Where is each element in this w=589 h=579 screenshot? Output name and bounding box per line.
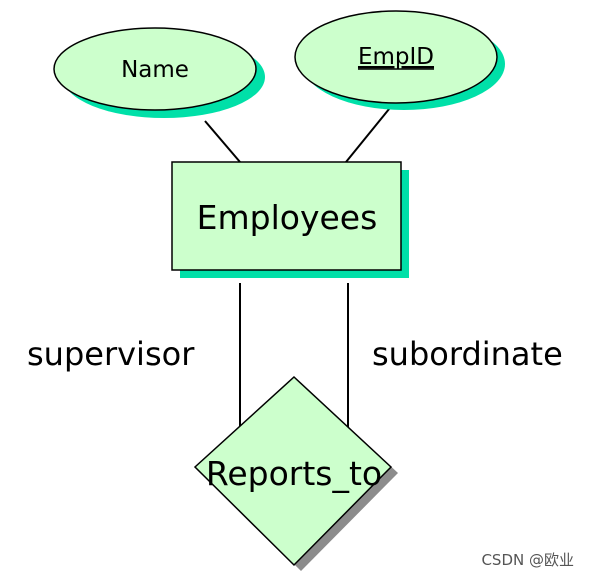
relationship-reports-to-diamond xyxy=(193,375,393,567)
attribute-name-label: Name xyxy=(121,57,189,83)
attribute-empid: EmpID xyxy=(294,10,505,110)
entity-employees-box xyxy=(171,161,402,271)
relationship-reports-to: Reports_to xyxy=(193,375,398,571)
attribute-name: Name xyxy=(53,27,265,118)
attribute-empid-label: EmpID xyxy=(358,44,434,70)
role-label-subordinate: subordinate xyxy=(372,335,563,373)
watermark: CSDN @欧业 xyxy=(481,551,574,569)
attribute-empid-ellipse xyxy=(294,10,498,104)
relationship-reports-to-label: Reports_to xyxy=(206,454,382,493)
name-connector xyxy=(204,120,241,163)
attribute-name-ellipse xyxy=(53,27,257,111)
role-label-supervisor: supervisor xyxy=(27,335,195,373)
entity-employees: Employees xyxy=(171,161,409,278)
entity-employees-label: Employees xyxy=(197,198,378,237)
